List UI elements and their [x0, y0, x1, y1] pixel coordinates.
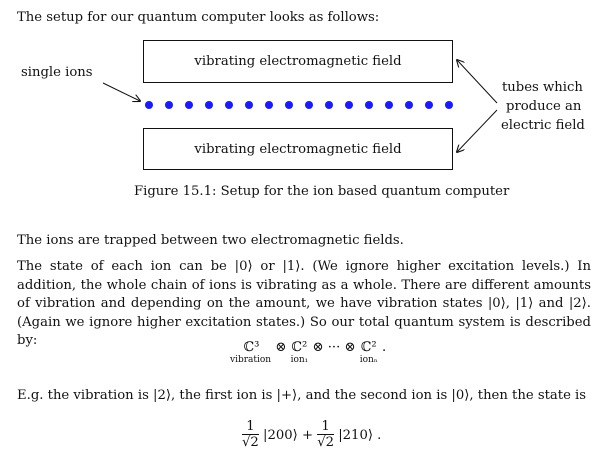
c2-subscript-first: ion₁ [290, 355, 309, 365]
ion-dot [205, 101, 213, 109]
ion-dot [385, 101, 393, 109]
bottom-field-box: vibrating electromagnetic field [143, 128, 453, 170]
paragraph-state: The state of each ion can be |0⟩ or |1⟩.… [17, 259, 591, 348]
equation-tensor-product: ℂ³ vibration ⊗ ℂ² ion₁ ⊗ ··· ⊗ ℂ² ionₙ . [230, 340, 387, 365]
tubes-label-line1: tubes which [502, 80, 583, 95]
equation-period: . [381, 340, 387, 355]
paragraph-example: E.g. the vibration is |2⟩, the first ion… [17, 388, 587, 403]
ion-dot [145, 101, 153, 109]
ion-dot [265, 101, 273, 109]
intro-text: The setup for our quantum computer looks… [17, 10, 380, 25]
ion-dot [345, 101, 353, 109]
tubes-arrow-bottom [457, 109, 498, 152]
fraction-second: 1 √2 [317, 419, 335, 450]
c3-subscript: vibration [230, 355, 272, 365]
tubes-label-line2: produce an [506, 99, 582, 114]
ion-dot [185, 101, 193, 109]
ion-chain [145, 101, 453, 109]
tubes-arrow-top [457, 60, 498, 104]
single-ions-label: single ions [21, 65, 93, 80]
bottom-field-label: vibrating electromagnetic field [194, 141, 402, 157]
top-field-box: vibrating electromagnetic field [143, 40, 453, 83]
tubes-label-line3: electric field [501, 118, 585, 133]
ion-dot [305, 101, 313, 109]
equation-superposition: 1 √2 |200⟩ + 1 √2 |210⟩ . [242, 420, 381, 451]
ion-dot [285, 101, 293, 109]
c2-symbol-first: ℂ² [291, 340, 308, 355]
ket-210: |210⟩ . [338, 428, 382, 443]
ion-dot [365, 101, 373, 109]
ion-dot [325, 101, 333, 109]
top-field-label: vibrating electromagnetic field [194, 54, 402, 69]
figure-caption: Figure 15.1: Setup for the ion based qua… [134, 184, 510, 199]
paragraph-trapped: The ions are trapped between two electro… [17, 233, 404, 248]
tensor-symbol: ⊗ [275, 340, 287, 355]
ion-dot [425, 101, 433, 109]
ket-200: |200⟩ + [263, 428, 314, 443]
ion-dot [405, 101, 413, 109]
ion-dot [245, 101, 253, 109]
fraction-first: 1 √2 [242, 419, 259, 450]
single-ions-arrow [102, 82, 140, 101]
tensor-dots: ⊗ ··· ⊗ [312, 340, 356, 355]
ion-dot [445, 101, 453, 109]
c3-symbol: ℂ³ [243, 340, 260, 355]
ion-dot [225, 101, 233, 109]
c2-symbol-last: ℂ² [360, 340, 377, 355]
ion-dot [165, 101, 173, 109]
c2-subscript-last: ionₙ [359, 355, 378, 365]
